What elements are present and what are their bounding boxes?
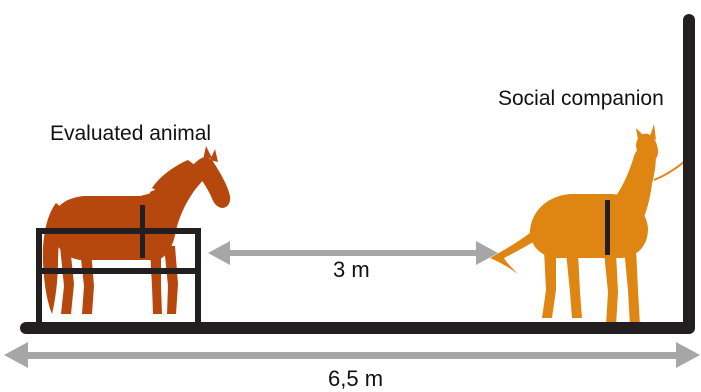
- total-distance-label: 6,5 m: [328, 366, 383, 392]
- ground-and-post: [20, 14, 695, 334]
- inner-distance-label: 3 m: [333, 257, 370, 283]
- distance-arrow-6-5m: [4, 342, 700, 368]
- companion-horse-icon: [490, 124, 684, 326]
- evaluated-animal-label: Evaluated animal: [50, 122, 211, 146]
- social-companion-label: Social companion: [498, 87, 664, 111]
